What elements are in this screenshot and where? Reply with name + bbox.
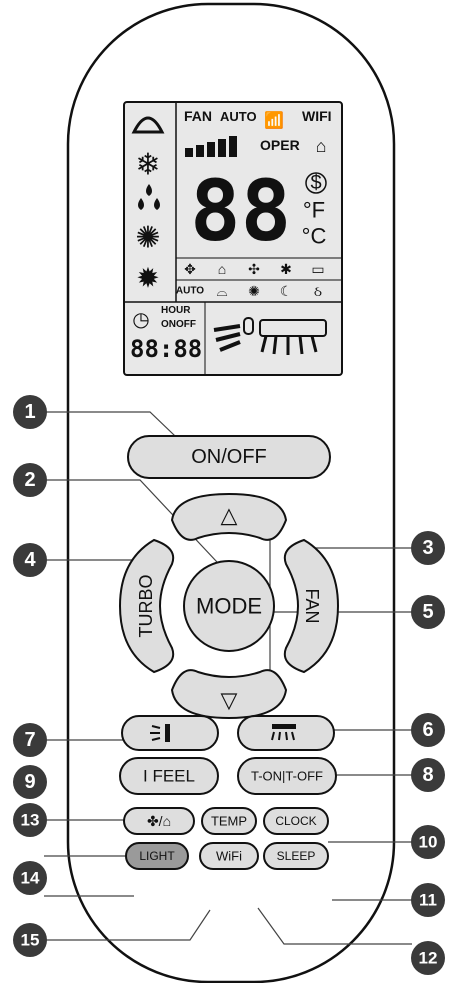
svg-text:▽: ▽: [221, 688, 238, 713]
lcd-unit-f: °F: [303, 198, 325, 223]
health-air-button[interactable]: ✤/⌂: [123, 807, 195, 835]
fan-grid-icon: ✣: [248, 261, 260, 277]
lcd-oper-label: OPER: [260, 137, 300, 153]
svg-text:15: 15: [21, 931, 40, 950]
svg-text:TEMP: TEMP: [211, 814, 247, 829]
svg-text:MODE: MODE: [196, 594, 262, 619]
health-tree-icon: ✥: [184, 261, 196, 277]
air-house-icon: ⌂: [218, 261, 226, 277]
lcd-clock-digits: 88:88: [130, 335, 202, 363]
lock-icon: ▭: [311, 261, 324, 277]
callout-12: 12: [411, 941, 445, 975]
callout-2: 2: [13, 463, 47, 497]
callout-4: 4: [13, 543, 47, 577]
ifeel-icon: ઠ: [314, 283, 322, 299]
svg-text:△: △: [221, 503, 238, 528]
lcd-onoff-label: ONOFF: [161, 319, 196, 330]
light-button[interactable]: LIGHT: [125, 842, 189, 870]
svg-text:8: 8: [422, 764, 433, 786]
temp-button[interactable]: TEMP: [201, 807, 257, 835]
fan-mode-icon: ✺: [135, 222, 160, 255]
callout-1: 1: [13, 395, 47, 429]
svg-text:10: 10: [419, 833, 438, 852]
heat-sun-icon: ✹: [136, 263, 159, 294]
svg-text:FAN: FAN: [302, 588, 322, 623]
lcd-display: ❄ ✺ ✹ FAN AUTO 📶 WIFI OPER ⌂ 88 $ °F °C: [123, 101, 343, 376]
dry-icon: [138, 184, 160, 210]
svg-text:✤/⌂: ✤/⌂: [147, 813, 171, 829]
svg-text:SLEEP: SLEEP: [277, 849, 316, 863]
callout-13: 13: [13, 803, 47, 837]
horizontal-swing-button[interactable]: [237, 715, 335, 751]
svg-text:2: 2: [24, 469, 35, 491]
lcd-auto-label: AUTO: [220, 109, 257, 124]
sleep-moon-icon: ☾: [280, 283, 293, 299]
vertical-swing-button[interactable]: [121, 715, 219, 751]
lcd-hour-label: HOUR: [161, 305, 191, 316]
fan-button[interactable]: FAN: [283, 538, 340, 674]
callout-6: 6: [411, 713, 445, 747]
snowflake-icon: ❄: [135, 149, 160, 182]
mode-button[interactable]: MODE: [183, 560, 275, 652]
lcd-fan-label: FAN: [184, 108, 212, 124]
indoor-temp-icon: ⌂: [316, 136, 327, 156]
lcd-unit-c: °C: [302, 224, 327, 249]
lcd-wifi-label: WIFI: [302, 108, 332, 124]
svg-text:WiFi: WiFi: [216, 849, 242, 864]
svg-text:13: 13: [21, 811, 40, 830]
turbo-button[interactable]: TURBO: [118, 538, 175, 674]
wifi-signal-icon: 📶: [264, 111, 284, 130]
temp-up-button[interactable]: △: [170, 492, 288, 541]
svg-text:T-ON|T-OFF: T-ON|T-OFF: [251, 769, 323, 784]
lcd-auto-small: AUTO: [176, 286, 204, 297]
callout-14: 14: [13, 861, 47, 895]
wifi-button[interactable]: WiFi: [199, 842, 259, 870]
timer-button[interactable]: T-ON|T-OFF: [237, 757, 337, 795]
callout-9: 9: [13, 765, 47, 799]
lcd-big-digits: 88: [190, 162, 291, 260]
leader-lines: [44, 411, 412, 945]
callout-8: 8: [411, 758, 445, 792]
svg-text:9: 9: [24, 771, 35, 793]
on-off-button[interactable]: ON/OFF: [127, 435, 331, 479]
temp-down-button[interactable]: ▽: [170, 669, 288, 720]
svg-text:3: 3: [422, 537, 433, 559]
svg-text:11: 11: [419, 891, 437, 910]
svg-text:LIGHT: LIGHT: [139, 849, 175, 863]
callout-11: 11: [411, 883, 445, 917]
bug-icon: ✱: [280, 261, 292, 277]
i-feel-button[interactable]: I FEEL: [119, 757, 219, 795]
svg-text:ON/OFF: ON/OFF: [191, 446, 267, 468]
swirl-icon: ✺: [248, 283, 260, 299]
lcd-icon-grid: ✥ ⌂ ✣ ✱ ▭ AUTO ⌓ ✺ ☾ ઠ: [176, 257, 342, 299]
svg-text:12: 12: [419, 949, 438, 968]
svg-text:7: 7: [24, 729, 35, 751]
clock-icon: ◷: [132, 309, 149, 331]
svg-text:5: 5: [422, 601, 433, 623]
swing-unit-icon: [213, 317, 327, 355]
cool-triangle-icon: [131, 116, 165, 134]
svg-text:CLOCK: CLOCK: [275, 814, 316, 828]
callout-7: 7: [13, 723, 47, 757]
svg-text:6: 6: [422, 719, 433, 741]
callout-10: 10: [411, 825, 445, 859]
svg-text:TURBO: TURBO: [136, 575, 156, 638]
callout-5: 5: [411, 595, 445, 629]
money-icon: $: [310, 172, 321, 194]
horizontal-swing-icon: [271, 724, 296, 741]
clock-button[interactable]: CLOCK: [263, 807, 329, 835]
callout-3: 3: [411, 531, 445, 565]
sleep-button[interactable]: SLEEP: [263, 842, 329, 870]
vertical-swing-icon: [150, 724, 170, 742]
svg-text:4: 4: [24, 549, 36, 571]
callout-15: 15: [13, 923, 47, 957]
svg-text:14: 14: [21, 869, 40, 888]
svg-text:I FEEL: I FEEL: [143, 767, 195, 786]
turbo-icon: ⌓: [216, 283, 227, 299]
fan-speed-bars: [185, 136, 237, 157]
svg-text:1: 1: [24, 401, 35, 423]
